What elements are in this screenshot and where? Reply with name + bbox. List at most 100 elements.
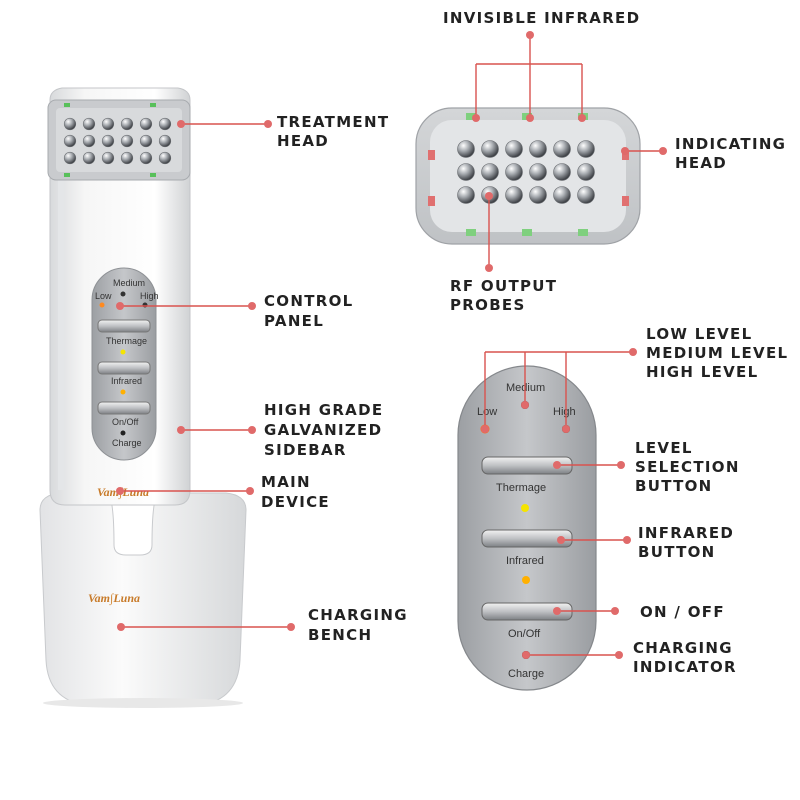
infrared-button[interactable] (97, 361, 151, 375)
probe-icon (457, 163, 475, 181)
ir-led-icon (466, 113, 476, 120)
indicator-led-icon (622, 196, 629, 206)
probe-icon (120, 151, 134, 165)
galvanized-sidebar (58, 180, 64, 490)
indicator-led-icon (622, 150, 629, 160)
base-shadow (43, 698, 243, 708)
base-brand: Vam∫Luna (88, 591, 140, 605)
probe-icon (158, 134, 172, 148)
panel-low-label: Low (95, 291, 112, 301)
ir-led-icon (578, 229, 588, 236)
probe-icon (139, 117, 153, 131)
closeup-high-label: High (553, 406, 576, 418)
panel-medium-label: Medium (113, 278, 145, 288)
panel-high-label: High (140, 291, 159, 301)
charging-base (39, 492, 247, 706)
green-led-icon (64, 173, 70, 177)
probe-icon (63, 151, 77, 165)
on-off-label: ON / OFF (640, 603, 725, 621)
probe-icon (82, 117, 96, 131)
low-led-icon (99, 302, 105, 308)
green-led-icon (150, 103, 156, 107)
thermage-label: Thermage (106, 336, 147, 346)
charge-label: Charge (112, 438, 142, 448)
probe-icon (120, 117, 134, 131)
probe-icon (101, 117, 115, 131)
probe-icon (529, 140, 547, 158)
probe-icon (101, 151, 115, 165)
top-right-leaders (472, 31, 667, 272)
probe-icon (577, 140, 595, 158)
probe-icon (505, 186, 523, 204)
probe-icon (481, 163, 499, 181)
invisible-infrared-label: INVISIBLE INFRARED (443, 9, 640, 27)
probe-icon (82, 151, 96, 165)
closeup-low-label: Low (477, 406, 497, 418)
infrared-label: Infrared (111, 376, 142, 386)
infrared-button-closeup[interactable] (481, 529, 573, 548)
probe-icon (553, 163, 571, 181)
closeup-onoff-label: On/Off (508, 628, 541, 640)
indicating-head-illustration (415, 107, 641, 245)
probe-icon (101, 134, 115, 148)
probe-icon (577, 163, 595, 181)
onoff-label: On/Off (112, 417, 139, 427)
probe-icon (457, 186, 475, 204)
probe-icon (481, 140, 499, 158)
probe-icon (63, 117, 77, 131)
probe-icon (529, 163, 547, 181)
treatment-probes (63, 117, 172, 165)
rf-output-probes (457, 140, 595, 204)
probe-icon (577, 186, 595, 204)
closeup-infrared-label: Infrared (506, 555, 544, 567)
green-led-icon (150, 173, 156, 177)
thermage-led-icon (521, 504, 529, 512)
infrared-led-icon (522, 576, 530, 584)
charge-led-icon (120, 430, 126, 436)
probe-icon (63, 134, 77, 148)
indicator-led-icon (428, 150, 435, 160)
thermage-button[interactable] (97, 319, 151, 333)
bottom-right-leaders (481, 348, 637, 659)
high-led-icon (142, 302, 148, 308)
medium-led-icon (120, 291, 126, 297)
indicator-led-icon (428, 196, 435, 206)
yellow-led-icon (120, 349, 126, 355)
probe-icon (139, 151, 153, 165)
probe-icon (457, 140, 475, 158)
probe-icon (505, 140, 523, 158)
ir-led-icon (466, 229, 476, 236)
probe-icon (505, 163, 523, 181)
probe-icon (158, 151, 172, 165)
green-led-icon (64, 103, 70, 107)
main-device-illustration: Vam∫Luna Medium Low High Thermage Infrar… (39, 87, 247, 708)
control-panel-closeup: Medium Low High Thermage Infrared On/Off… (457, 365, 597, 691)
probe-icon (158, 117, 172, 131)
probe-icon (139, 134, 153, 148)
head-window (430, 120, 626, 232)
orange-led-icon (120, 389, 126, 395)
closeup-charge-label: Charge (508, 668, 544, 680)
probe-icon (529, 186, 547, 204)
probe-icon (553, 186, 571, 204)
closeup-thermage-label: Thermage (496, 482, 546, 494)
probe-icon (82, 134, 96, 148)
left-leaders (116, 120, 295, 631)
probe-icon (553, 140, 571, 158)
onoff-button[interactable] (97, 401, 151, 415)
ir-led-icon (522, 229, 532, 236)
probe-icon (120, 134, 134, 148)
